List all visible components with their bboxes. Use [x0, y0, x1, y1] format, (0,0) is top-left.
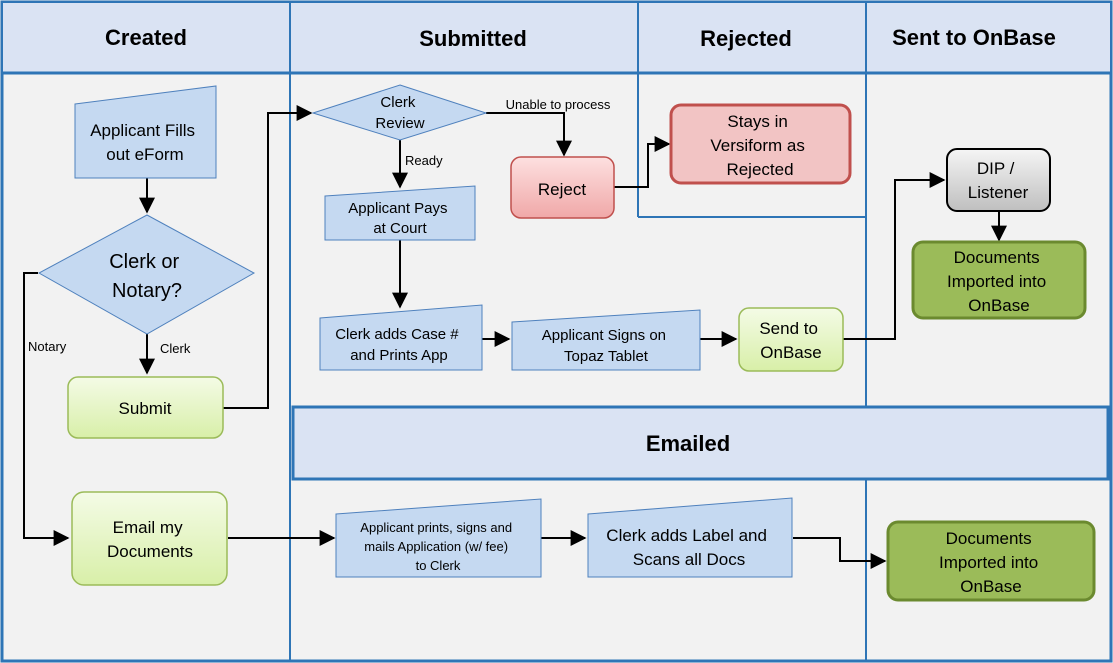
node-reject-text: Reject	[538, 180, 586, 199]
emailed-band	[291, 405, 1110, 481]
node-applicant-prints-line2: mails Application (w/ fee)	[364, 539, 508, 554]
node-dip-text: DIP / Listener	[968, 159, 1029, 202]
node-applicant-signs-text: Applicant Signs on Topaz Tablet	[542, 327, 670, 365]
header-band	[3, 3, 1110, 73]
node-clerk-or-notary-line1: Clerk or	[109, 251, 179, 273]
lane-header-sent-to-onbase: Sent to OnBase	[892, 25, 1056, 50]
node-clerk-or-notary-decision: Clerk or Notary?	[37, 214, 256, 335]
node-imported-1-line1: Documents	[954, 248, 1040, 267]
node-documents-imported-upper: Documents Imported into OnBase	[911, 240, 1087, 320]
node-applicant-fills-line2: out eForm	[106, 145, 183, 164]
node-clerk-review-text: Clerk Review	[375, 94, 424, 132]
node-applicant-fills-line1: Applicant Fills	[90, 121, 195, 140]
edge-send-to-dip	[843, 172, 946, 340]
edge-submit-to-review	[223, 105, 313, 409]
lane-header-submitted: Submitted	[419, 26, 527, 51]
edge-label-notary: Notary	[28, 339, 67, 354]
lane-header-emailed: Emailed	[646, 431, 730, 456]
node-email-docs-text: Email my Documents	[107, 518, 193, 561]
node-submit-line1: Submit	[119, 399, 172, 418]
edge-label-unable: Unable to process	[506, 97, 611, 112]
node-clerk-or-notary-text: Clerk or Notary?	[109, 251, 185, 302]
edge-reject-to-stays	[614, 136, 671, 188]
node-email-my-documents: Email my Documents	[71, 491, 228, 586]
node-applicant-pays-text: Applicant Pays at Court	[348, 200, 451, 237]
node-clerk-review-decision: Clerk Review	[311, 84, 488, 141]
node-imported-2-line2: Imported into	[939, 553, 1038, 572]
node-applicant-pays-line1: Applicant Pays	[348, 200, 447, 217]
node-applicant-prints-text: Applicant prints, signs and mails Applic…	[360, 520, 515, 573]
node-clerk-review-line1: Clerk	[380, 94, 416, 111]
node-imported-2-text: Documents Imported into OnBase	[939, 529, 1043, 596]
node-clerk-adds-label-text: Clerk adds Label and Scans all Docs	[606, 526, 771, 569]
lane-header-rejected: Rejected	[700, 26, 792, 51]
edge-review-to-reject	[486, 112, 572, 157]
node-email-docs-line2: Documents	[107, 542, 193, 561]
node-applicant-pays-line2: at Court	[373, 220, 427, 237]
node-dip-line2: Listener	[968, 183, 1029, 202]
node-clerk-adds-case-line2: and Prints App	[350, 347, 448, 364]
node-applicant-prints-line1: Applicant prints, signs and	[360, 520, 512, 535]
node-applicant-prints-line3: to Clerk	[416, 558, 461, 573]
node-dip-listener: DIP / Listener	[946, 148, 1051, 212]
node-reject: Reject	[510, 156, 615, 219]
node-stays-text: Stays in Versiform as Rejected	[710, 112, 809, 179]
node-clerk-adds-case: Clerk adds Case # and Prints App	[319, 304, 483, 371]
node-clerk-adds-label-line2: Scans all Docs	[633, 550, 745, 569]
node-email-docs-line1: Email my	[113, 518, 183, 537]
node-send-to-onbase-line1: Send to	[759, 319, 818, 338]
node-applicant-pays: Applicant Pays at Court	[324, 185, 476, 241]
edge-label-clerk: Clerk	[160, 341, 191, 356]
edge-label-ready: Ready	[405, 153, 443, 168]
node-clerk-adds-label-line1: Clerk adds Label and	[606, 526, 767, 545]
node-reject-line1: Reject	[538, 180, 586, 199]
node-applicant-fills-text: Applicant Fills out eForm	[90, 121, 200, 164]
lane-header-created: Created	[105, 25, 187, 50]
node-imported-1-text: Documents Imported into OnBase	[947, 248, 1051, 315]
node-applicant-signs-line1: Applicant Signs on	[542, 327, 666, 344]
node-send-to-onbase-line2: OnBase	[760, 343, 821, 362]
node-imported-1-line3: OnBase	[968, 296, 1029, 315]
node-clerk-or-notary-line2: Notary?	[112, 280, 182, 302]
node-submit: Submit	[67, 376, 224, 439]
node-imported-1-line2: Imported into	[947, 272, 1046, 291]
node-clerk-adds-label: Clerk adds Label and Scans all Docs	[587, 497, 793, 578]
node-imported-2-line3: OnBase	[960, 577, 1021, 596]
node-stays-line2: Versiform as	[710, 136, 804, 155]
node-imported-2-line1: Documents	[946, 529, 1032, 548]
node-clerk-adds-case-text: Clerk adds Case # and Prints App	[335, 326, 463, 364]
node-stays-in-versiform: Stays in Versiform as Rejected	[669, 103, 852, 185]
node-send-to-onbase: Send to OnBase	[738, 307, 844, 372]
node-applicant-fills: Applicant Fills out eForm	[74, 85, 217, 179]
node-dip-line1: DIP /	[977, 159, 1015, 178]
node-applicant-signs-line2: Topaz Tablet	[564, 348, 649, 365]
node-send-to-onbase-text: Send to OnBase	[759, 319, 822, 362]
node-clerk-adds-case-line1: Clerk adds Case #	[335, 326, 459, 343]
node-applicant-prints: Applicant prints, signs and mails Applic…	[335, 498, 542, 578]
node-stays-line3: Rejected	[726, 160, 793, 179]
node-stays-line1: Stays in	[727, 112, 787, 131]
edge-decision-to-email	[23, 272, 70, 546]
edge-label-to-imported	[793, 537, 887, 569]
connectors	[23, 105, 1007, 569]
node-documents-imported-lower: Documents Imported into OnBase	[886, 520, 1096, 602]
node-clerk-review-line2: Review	[375, 115, 424, 132]
node-applicant-signs: Applicant Signs on Topaz Tablet	[511, 309, 701, 371]
node-submit-text: Submit	[119, 399, 172, 418]
